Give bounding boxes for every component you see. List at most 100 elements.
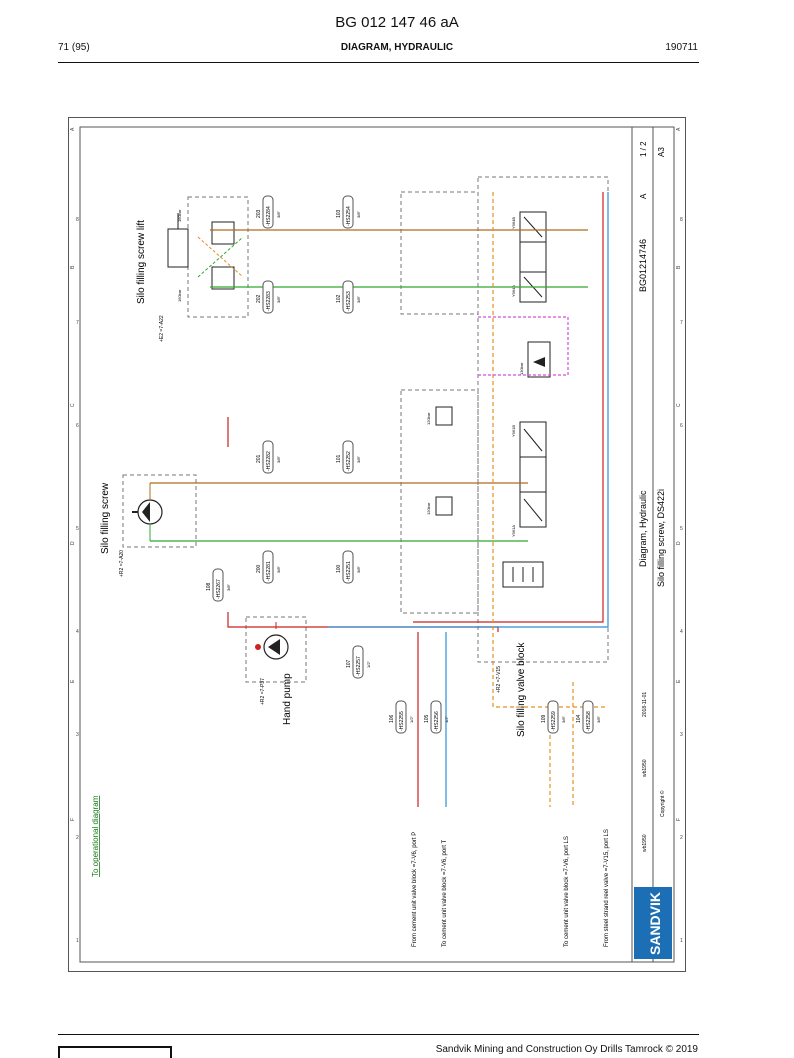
inner-border (79, 126, 675, 963)
connection-to-ls: To cement unit valve block =7-V6, port L… (564, 836, 570, 947)
lift-box (187, 196, 249, 318)
grid-letter: C (70, 403, 76, 407)
svg-text:-HS2254: -HS2254 (346, 206, 352, 226)
grid-number: 6 (680, 423, 683, 429)
grid-letter: E (70, 679, 76, 683)
grid-letter: D (70, 541, 76, 545)
connection-from-p: From cement unit valve block =7-V6, port… (412, 832, 418, 947)
valve-block-box (477, 176, 609, 663)
pressure-relief-b: 120bar (426, 502, 431, 515)
svg-text:106: 106 (389, 714, 395, 723)
svg-text:203: 203 (256, 209, 262, 218)
connection-from-ls: From steel strand reel valve =7-V15, por… (604, 829, 610, 947)
svg-text:3/8": 3/8" (356, 210, 361, 218)
svg-text:107: 107 (346, 659, 352, 668)
svg-text:3/8": 3/8" (276, 455, 281, 463)
svg-text:1/2": 1/2" (409, 715, 414, 723)
grid-number: 3 (680, 732, 683, 738)
svg-text:-HS2257: -HS2257 (356, 656, 362, 676)
grid-number: 1 (680, 938, 683, 944)
svg-text:100: 100 (336, 564, 342, 573)
hose-label: -HS2257 107 1/2" (346, 645, 371, 679)
svg-text:-HS2283: -HS2283 (266, 291, 272, 311)
silo-screw-box (122, 474, 197, 548)
grid-letter: B (676, 265, 682, 269)
grid-number: 8 (680, 217, 683, 223)
svg-text:-HS2284: -HS2284 (266, 206, 272, 226)
valve-y962a: Y964A (511, 285, 516, 297)
hand-pump-title: Hand pump (282, 673, 293, 725)
valve-y961a: Y961A (511, 525, 516, 537)
svg-text:3/8": 3/8" (276, 565, 281, 573)
created-by: wb1950 (642, 834, 648, 852)
svg-text:3/8": 3/8" (596, 715, 601, 723)
svg-text:-HS2253: -HS2253 (346, 291, 352, 311)
silo-screw-title: Silo filling screw (100, 482, 111, 554)
silo-screw-lift-ref: +E2 =7-A22 (159, 315, 165, 342)
connection-notes: From cement unit valve block =7-V6, port… (412, 829, 610, 947)
silo-screw-lift-title: Silo filling screw lift (136, 220, 147, 304)
grid-letter: F (676, 818, 682, 821)
drawing-border (68, 117, 686, 972)
grid-number: 4 (76, 629, 79, 635)
hand-pump-symbol (255, 622, 289, 660)
lift-directional-valve: Y964A Y964B (511, 211, 547, 303)
document-id: BG01214746 (638, 239, 648, 292)
sheet-value: 1 / 2 (639, 141, 648, 157)
lift-valve-box (400, 191, 479, 315)
grid-number: 3 (76, 732, 79, 738)
svg-text:3/8": 3/8" (356, 565, 361, 573)
connection-to-t: To cement unit valve block =7-V6, port T (442, 840, 448, 947)
lift-relief-a: 160bar (177, 209, 182, 222)
svg-text:202: 202 (256, 294, 262, 303)
svg-text:-HS2282: -HS2282 (266, 451, 272, 471)
svg-text:1/2": 1/2" (366, 660, 371, 668)
grid-letter: E (676, 679, 682, 683)
issue-date: 2018-11-01 (642, 692, 648, 717)
screw-directional-valve: Y961B Y961A (511, 421, 547, 537)
valve-y961b: Y961B (511, 425, 516, 437)
silo-screw-motor-symbol (132, 483, 163, 541)
size-value: A3 (657, 147, 666, 157)
pilot-valve: 130bar (519, 341, 551, 378)
svg-text:-HS2259: -HS2259 (551, 711, 557, 731)
svg-text:3/8": 3/8" (276, 210, 281, 218)
svg-text:105: 105 (424, 714, 430, 723)
operational-diagram-link[interactable]: To operational diagram (91, 795, 100, 877)
hose-label: -HS2284 203 3/8" (256, 195, 281, 229)
valve-block-title: Silo filling valve block (516, 642, 527, 737)
header-rule (58, 62, 699, 63)
diagram-name: Diagram, Hydraulic (638, 490, 648, 567)
footer-logo (58, 1046, 172, 1058)
section-title: DIAGRAM, HYDRAULIC (340, 42, 454, 53)
hand-pump-box (245, 616, 307, 683)
grid-letter: B (70, 265, 76, 269)
hydraulic-lines (150, 192, 609, 807)
grid-number: 6 (76, 423, 79, 429)
grid-letter: A (676, 127, 682, 131)
document-date: 190711 (665, 42, 698, 53)
svg-text:3/8": 3/8" (356, 455, 361, 463)
svg-text:-HS2255: -HS2255 (399, 711, 405, 731)
document-title: BG 012 147 46 aA (335, 14, 459, 31)
svg-text:104: 104 (576, 714, 582, 723)
screw-relief-valves: 120bar 120bar (426, 406, 453, 516)
approved-by: wb1950 (642, 759, 648, 777)
svg-text:3/8": 3/8" (356, 295, 361, 303)
grid-number: 2 (76, 835, 79, 841)
brand-name: SANDVIK (647, 892, 663, 955)
valve-y962b: Y964B (511, 217, 516, 229)
hand-pump-ref: +R2 =7-P37 (260, 678, 266, 705)
